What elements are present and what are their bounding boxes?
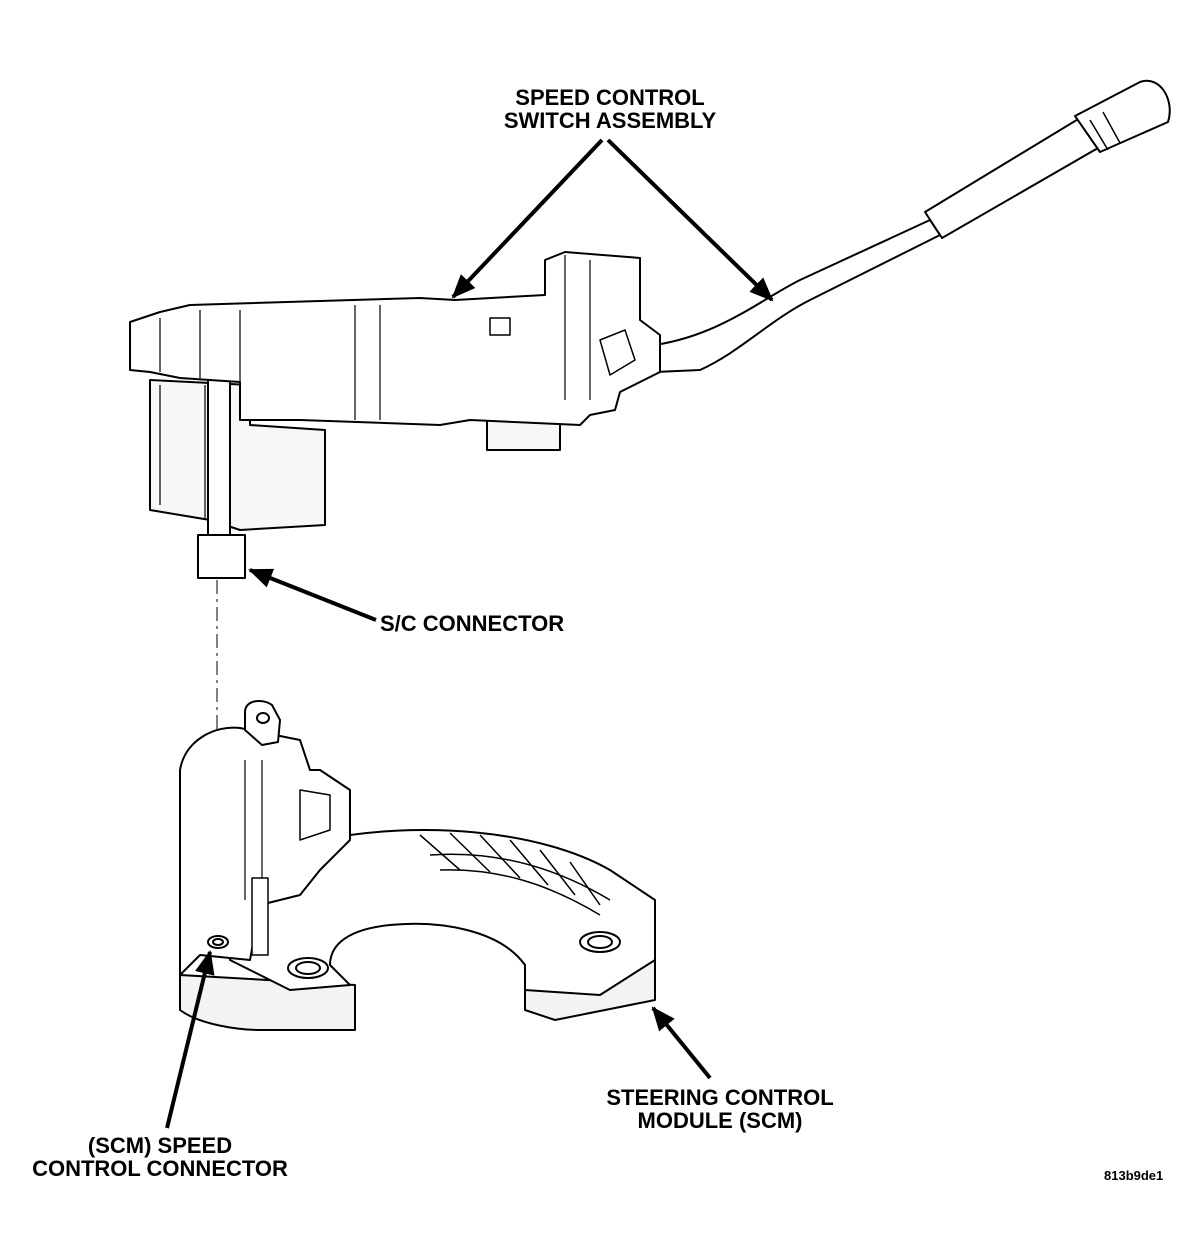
label-line: SWITCH ASSEMBLY	[503, 108, 717, 133]
label-sc-connector: S/C CONNECTOR	[380, 612, 610, 635]
label-speed-control-switch-assembly: SPEED CONTROL SWITCH ASSEMBLY	[480, 86, 740, 132]
arrow-scm-connector	[165, 950, 215, 1129]
label-scm-speed-control-connector: (SCM) SPEED CONTROL CONNECTOR	[10, 1134, 310, 1180]
arrow-switch-body	[451, 138, 604, 299]
label-line: S/C CONNECTOR	[380, 611, 565, 636]
switch-post	[207, 379, 231, 541]
figure-code: 813b9de1	[1104, 1168, 1164, 1183]
label-line: CONTROL CONNECTOR	[32, 1156, 288, 1181]
sc-connector-shape	[197, 534, 246, 579]
label-line: SPEED CONTROL	[515, 85, 705, 110]
label-steering-control-module: STEERING CONTROL MODULE (SCM)	[590, 1086, 850, 1132]
arrow-switch-lever	[606, 138, 774, 302]
arrow-sc-connector	[248, 568, 377, 622]
steering-control-module	[179, 699, 656, 1031]
label-line: MODULE (SCM)	[637, 1108, 803, 1133]
arrow-steering-module	[651, 1006, 712, 1080]
speed-control-switch-assembly	[129, 79, 1171, 579]
lever-stalk	[654, 219, 941, 373]
lever-grip	[924, 117, 1099, 239]
leader-arrows	[165, 138, 774, 1129]
label-line: STEERING CONTROL	[606, 1085, 834, 1110]
label-line: (SCM) SPEED	[87, 1133, 233, 1158]
